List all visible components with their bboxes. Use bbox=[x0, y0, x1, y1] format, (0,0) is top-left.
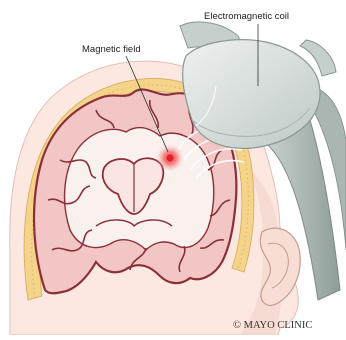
field-label: Magnetic field bbox=[82, 44, 141, 55]
coil-label: Electromagnetic coil bbox=[204, 11, 289, 22]
copyright-credit: © MAYO CLINIC bbox=[233, 320, 312, 331]
